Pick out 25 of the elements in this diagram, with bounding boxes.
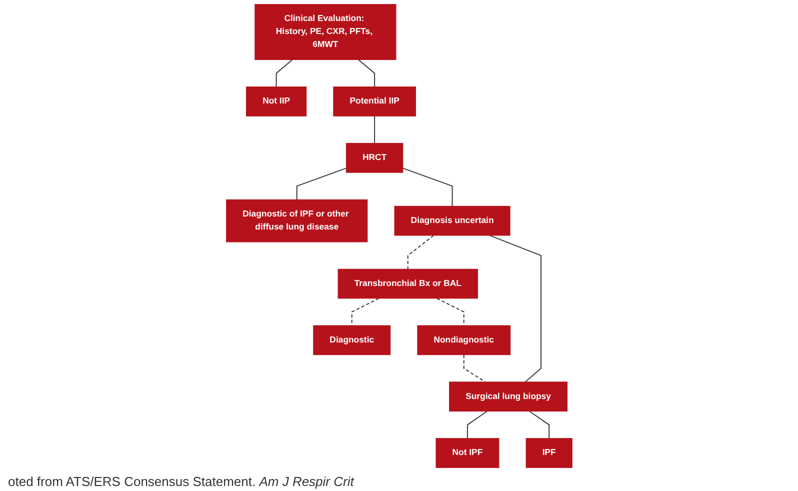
node-box: HRCT	[346, 142, 403, 173]
node-box: Surgical lung biopsy	[448, 382, 568, 412]
connector	[276, 59, 293, 88]
node-box: Diagnosis uncertain	[394, 206, 510, 236]
node-box: Not IPF	[436, 438, 499, 468]
connector	[407, 234, 434, 270]
node-box: Not IIP	[246, 86, 306, 116]
node-box: Nondiagnostic	[416, 325, 510, 356]
connector	[374, 116, 375, 144]
node-box: Transbronchial Bx or BAL	[338, 268, 478, 299]
node-box: Clinical Evaluation: History, PE, CXR, PFTs, 6MWT	[254, 4, 396, 60]
connector	[466, 410, 488, 439]
node-box: Diagnostic of IPF or other diffuse lung disease	[226, 199, 368, 242]
connector	[528, 410, 550, 439]
connector	[351, 298, 380, 326]
connector	[402, 168, 453, 207]
source-caption: oted from ATS/ERS Consensus Statement. Am J Respir Crit	[7, 473, 356, 491]
connector	[358, 59, 375, 88]
connector	[436, 298, 464, 326]
connector	[463, 354, 486, 382]
node-box: Potential IIP	[332, 86, 416, 116]
node-box: Diagnostic	[312, 325, 390, 356]
connector	[296, 168, 346, 200]
connector	[488, 234, 542, 382]
node-box: IPF	[526, 438, 572, 468]
